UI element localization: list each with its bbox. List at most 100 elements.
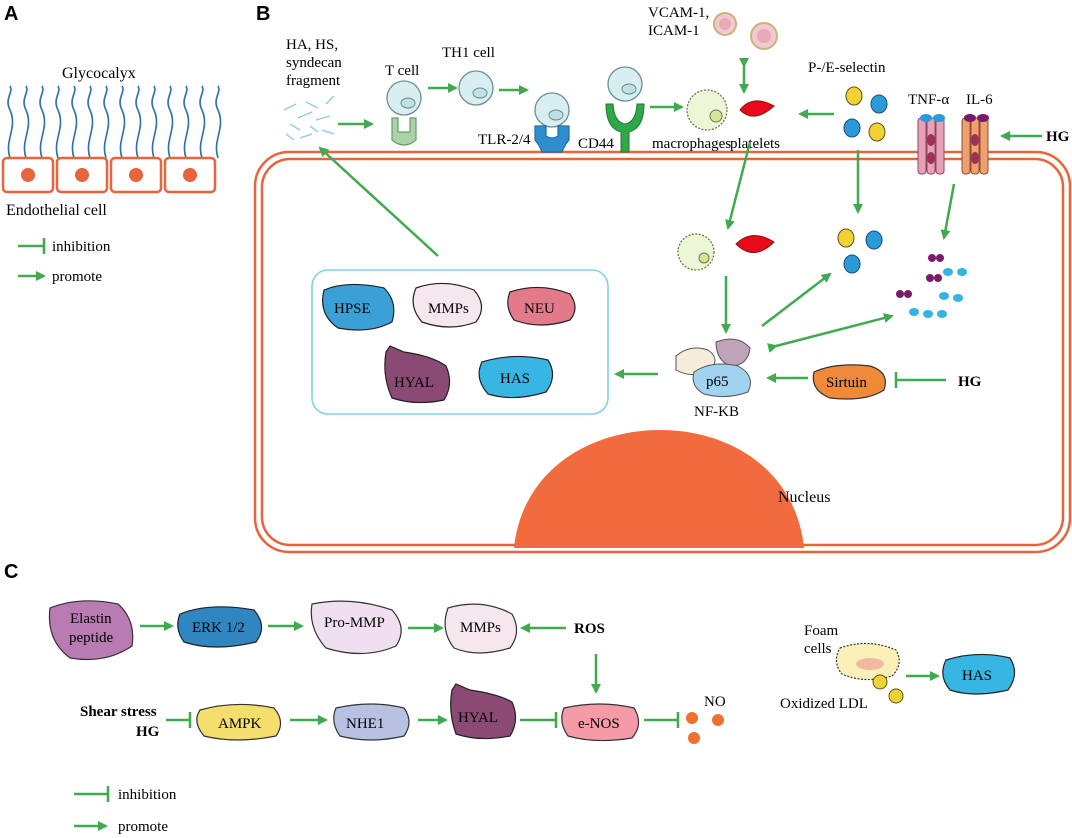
foam-cells-label-line1: Foam <box>804 623 839 639</box>
t-cell-label: T cell <box>385 63 419 79</box>
nhe1-icon <box>333 703 410 741</box>
oxidized-ldl-icon <box>872 674 904 704</box>
tnf-label: TNF-α <box>908 92 949 108</box>
enos-label: e-NOS <box>578 716 620 732</box>
selectin-label: P-/E-selectin <box>808 60 886 76</box>
hg-mid-label: HG <box>958 374 982 390</box>
th1-cell-icon <box>458 70 494 106</box>
elastin-label-line1: Elastin <box>70 611 112 627</box>
oxidized-ldl-label: Oxidized LDL <box>780 696 868 712</box>
elastin-label-line2: peptide <box>69 630 113 646</box>
nucleus <box>514 430 804 548</box>
legend-a-promote-label: promote <box>52 269 102 285</box>
macrophages-label: macrophages <box>652 136 731 152</box>
nhe1-label: NHE1 <box>346 716 384 732</box>
has-icon <box>478 355 554 399</box>
mmps-label: MMPs <box>428 301 469 317</box>
platelets-label: platelets <box>730 136 780 152</box>
glycocalyx-fragments <box>283 95 335 141</box>
fragment-label-line2: syndecan <box>286 55 342 71</box>
legend-c-inhibition-label: inhibition <box>118 787 177 803</box>
erk-label: ERK 1/2 <box>192 620 245 636</box>
cd44-receptor-icon <box>605 66 645 153</box>
no-molecules-icon <box>686 712 724 744</box>
sirtuin-icon <box>812 364 886 400</box>
il6-label: IL-6 <box>966 92 993 108</box>
internal-macrophage-icon <box>677 233 715 271</box>
p65-label: p65 <box>706 374 729 390</box>
cd44-label: CD44 <box>578 136 614 152</box>
internal-selectin-icon <box>837 228 883 274</box>
legend-c-inhibition-symbol <box>74 786 110 802</box>
il6-receptor-icon <box>961 114 989 175</box>
arrow-nfkb-cytokines <box>767 313 894 353</box>
arrow-enzymes-fragments <box>318 146 439 257</box>
nfkb-label: NF-KB <box>694 404 739 420</box>
tlr-receptor-icon <box>534 92 570 153</box>
fragment-label-line3: fragment <box>286 73 341 89</box>
ampk-label: AMPK <box>218 716 262 732</box>
tnf-receptor-icon <box>917 114 945 175</box>
mmps-icon <box>412 282 483 328</box>
adhesion-molecule-icon <box>713 12 778 50</box>
mmps-c-label: MMPs <box>460 620 501 636</box>
has-label: HAS <box>500 371 530 387</box>
hg-c-label: HG <box>136 724 160 740</box>
legend-a-inhibition-symbol <box>18 238 46 254</box>
neu-icon <box>507 286 576 326</box>
macrophage-icon <box>686 89 728 131</box>
hg-top-label: HG <box>1046 129 1070 145</box>
endothelial-cell-label: Endothelial cell <box>6 202 107 219</box>
arrow-receptors-cytokines <box>940 183 956 240</box>
enos-icon <box>561 703 640 742</box>
pro-mmp-label: Pro-MMP <box>324 615 385 631</box>
nucleus-label: Nucleus <box>778 489 830 506</box>
vcam-label-line2: ICAM-1 <box>648 23 700 39</box>
arrow-platelets-inside <box>725 141 752 230</box>
internal-platelet-icon <box>735 235 775 253</box>
nfkb-complex-icon <box>675 338 751 398</box>
legend-a-inhibition-label: inhibition <box>52 239 111 255</box>
hpse-icon <box>322 283 395 331</box>
inhibit-hg-sirtuin <box>894 372 946 388</box>
legend-c-promote-label: promote <box>118 819 168 835</box>
erk-icon <box>177 606 263 648</box>
no-label: NO <box>704 694 726 710</box>
hyal-icon <box>384 345 451 404</box>
selectin-icon <box>843 86 888 142</box>
inhibit-shear-ampk <box>166 712 192 728</box>
panel-label-b: B <box>256 3 270 25</box>
cell-membrane-outer <box>253 150 1072 554</box>
has-c-icon <box>942 653 1016 695</box>
endothelial-cells <box>1 156 217 194</box>
elastin-icon <box>48 600 134 661</box>
vcam-label-line1: VCAM-1, <box>648 5 709 21</box>
hpse-label: HPSE <box>334 301 371 317</box>
glycocalyx-strands <box>7 85 222 159</box>
sirtuin-label: Sirtuin <box>826 375 867 391</box>
neu-label: NEU <box>524 301 555 317</box>
inhibit-hyal-enos <box>520 712 558 728</box>
pro-mmp-icon <box>310 600 402 655</box>
hyal-c-icon <box>450 683 517 740</box>
tlr-label: TLR-2/4 <box>478 132 531 148</box>
panel-label-a: A <box>4 3 18 25</box>
hyal-c-label: HYAL <box>458 710 498 726</box>
ampk-icon <box>196 703 282 741</box>
has-c-label: HAS <box>962 668 992 684</box>
glycocalyx-label: Glycocalyx <box>62 65 136 82</box>
mmps-c-icon <box>444 603 518 654</box>
fragment-label-line1: HA, HS, <box>286 37 338 53</box>
cytokines-icon <box>896 254 967 318</box>
inhibit-enos-no <box>644 712 680 728</box>
th1-cell-label: TH1 cell <box>442 45 495 61</box>
shear-stress-label: Shear stress <box>80 704 157 720</box>
foam-cell-icon <box>835 642 900 681</box>
panel-label-c: C <box>4 561 18 583</box>
foam-cells-label-line2: cells <box>804 641 832 657</box>
t-cell-icon <box>386 80 422 146</box>
platelet-icon <box>739 100 775 117</box>
ros-label: ROS <box>574 621 605 637</box>
hyal-label: HYAL <box>394 375 434 391</box>
